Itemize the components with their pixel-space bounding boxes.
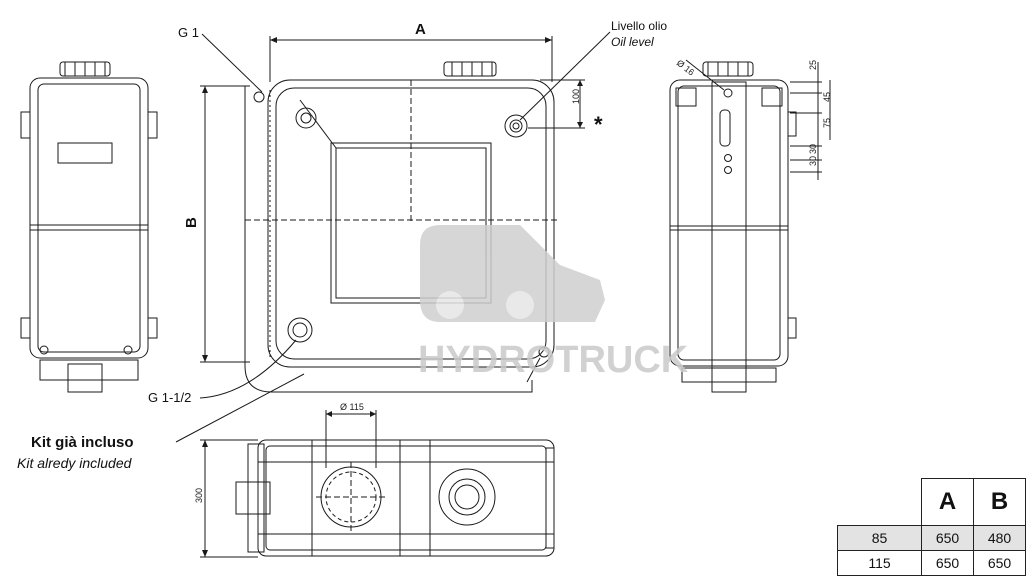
side-dim-30b: 30 — [808, 156, 818, 166]
dim-b-label: B — [183, 217, 200, 228]
watermark-text: HYDROTRUCK — [418, 339, 689, 381]
dia-16-label: Ø 16 — [675, 58, 697, 78]
table-row: 115 650 650 — [837, 550, 1026, 576]
table-cell-b: 480 — [973, 525, 1026, 551]
watermark-logo: HYDROTRUCK — [418, 225, 689, 381]
side-dim-45: 45 — [822, 92, 832, 102]
dim-100-label: 100 — [571, 89, 581, 104]
asterisk-mark: * — [594, 112, 603, 137]
table-cell-capacity: 85 — [837, 525, 922, 551]
table-header-row: A B — [838, 478, 1026, 526]
side-dim-75: 75 — [822, 118, 832, 128]
table-cell-a: 650 — [921, 525, 974, 551]
oil-level-en-label: Oil level — [611, 35, 654, 49]
kit-en-label: Kit alredy included — [17, 455, 133, 471]
table-cell-b: 650 — [973, 550, 1026, 576]
g1-label: G 1 — [178, 25, 199, 40]
left-side-view — [20, 61, 158, 393]
dia-115-label: Ø 115 — [340, 402, 364, 412]
dim-a-label: A — [415, 21, 426, 38]
table-header-b: B — [973, 478, 1026, 526]
side-dim-30a: 30 — [808, 144, 818, 154]
side-dim-25: 25 — [808, 60, 818, 70]
table-header-a: A — [921, 478, 974, 526]
top-view — [200, 410, 555, 558]
table-cell-capacity: 115 — [837, 550, 922, 576]
g1-half-label: G 1-1/2 — [148, 390, 191, 405]
table-cell-a: 650 — [921, 550, 974, 576]
front-view — [175, 31, 611, 443]
oil-level-it-label: Livello olio — [611, 19, 667, 33]
dim-300-label: 300 — [194, 488, 204, 503]
table-corner — [838, 479, 922, 526]
kit-it-label: Kit già incluso — [31, 434, 134, 451]
right-side-view — [669, 59, 831, 393]
table-row: 85 650 480 — [837, 525, 1026, 551]
spec-table: A B 85 650 480 115 650 650 — [837, 478, 1026, 576]
